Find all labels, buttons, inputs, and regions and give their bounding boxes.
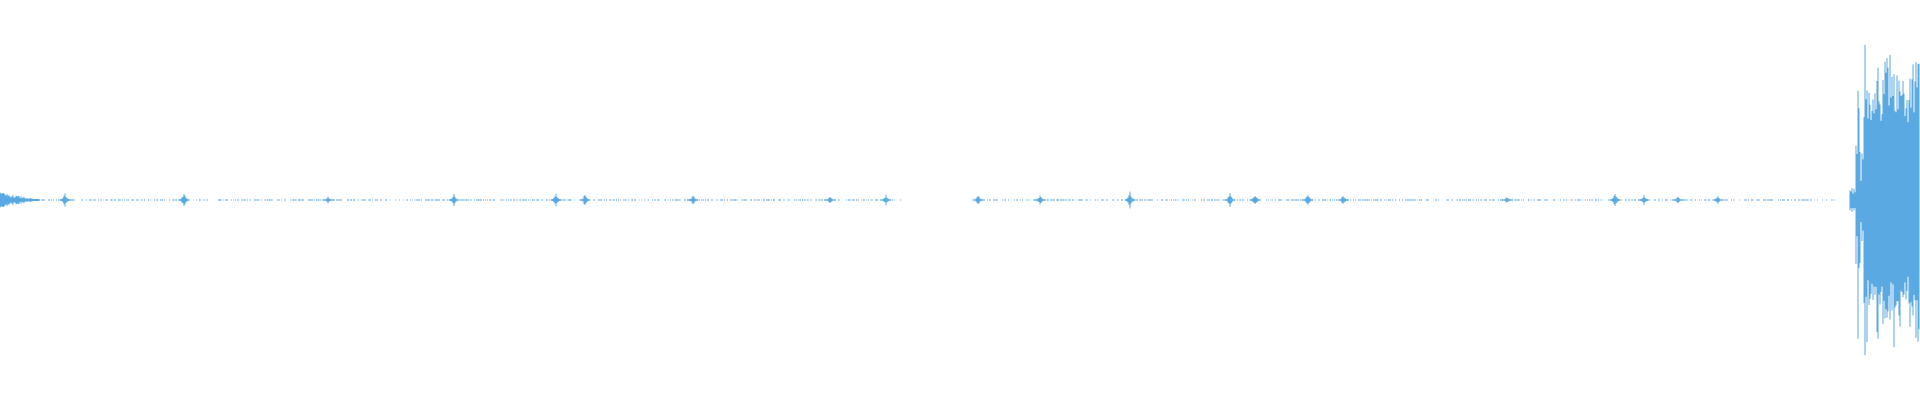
waveform-baseline [1,199,1835,201]
waveform-transients [0,191,1724,209]
waveform-loud-burst [1849,45,1920,355]
